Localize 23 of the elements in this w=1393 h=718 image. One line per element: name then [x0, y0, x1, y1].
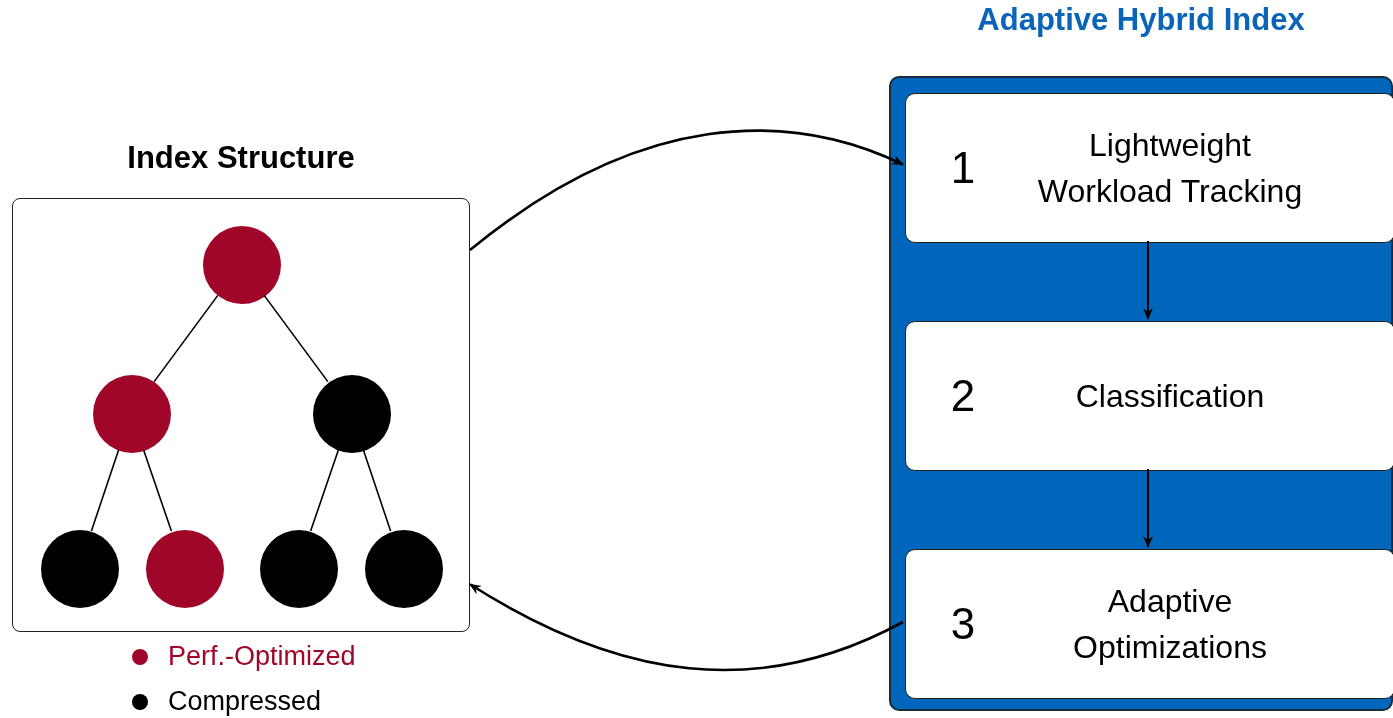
arrow	[469, 129, 904, 252]
tree-branch-line	[90, 449, 120, 532]
arrow	[1143, 468, 1153, 548]
step-number: 3	[949, 599, 977, 649]
legend-label: Compressed	[168, 686, 322, 717]
process-box	[905, 321, 1393, 471]
tree-branch-line	[142, 449, 173, 532]
tree-branch-line	[263, 294, 329, 383]
step-label: Adaptive Optimizations	[1072, 582, 1268, 667]
tree-branch-line	[362, 449, 392, 532]
tree-branch-line	[309, 449, 340, 532]
arrow	[469, 583, 904, 672]
process-box	[905, 549, 1393, 699]
arrow	[1143, 240, 1153, 320]
tree-branch-line	[153, 294, 219, 383]
step-label: Lightweight Workload Tracking	[1036, 126, 1304, 211]
step-number: 1	[949, 143, 977, 193]
step-label: Classification	[1074, 377, 1266, 416]
process-box	[905, 93, 1393, 243]
panel-title: Adaptive Hybrid Index	[976, 2, 1306, 38]
panel-title: Index Structure	[126, 140, 356, 176]
legend-label: Perf.-Optimized	[168, 641, 356, 672]
step-number: 2	[949, 371, 977, 421]
